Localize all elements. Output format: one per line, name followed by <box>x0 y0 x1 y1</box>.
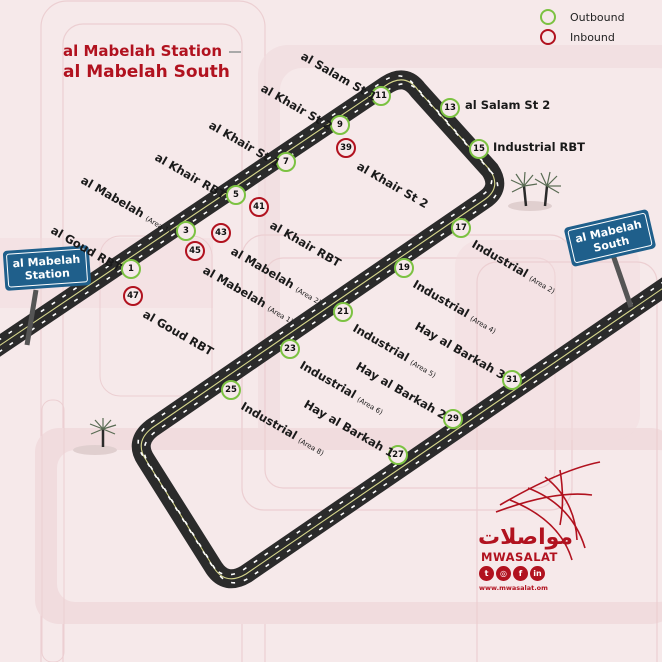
stop-43[interactable]: 43 <box>211 223 231 243</box>
legend-inbound: Inbound <box>540 27 625 47</box>
route-origin-title: al Mabelah Station <box>63 42 223 60</box>
route-destination-title: al Mabelah South <box>63 62 230 82</box>
stop-39[interactable]: 39 <box>336 138 356 158</box>
palm-tree-icon <box>73 418 117 455</box>
stop-45[interactable]: 45 <box>185 241 205 261</box>
legend-outbound: Outbound <box>540 7 625 27</box>
palm-trees-icon <box>508 171 561 211</box>
stop-label-15: Industrial RBT <box>493 140 586 154</box>
stop-15[interactable]: 15 <box>469 139 489 159</box>
stop-29[interactable]: 29 <box>443 409 463 429</box>
stop-9[interactable]: 9 <box>330 115 350 135</box>
stop-13[interactable]: 13 <box>440 98 460 118</box>
facebook-icon[interactable]: f <box>513 566 528 581</box>
stop-11[interactable]: 11 <box>371 86 391 106</box>
mwasalat-logo-icon <box>495 461 601 561</box>
title-dash <box>229 51 241 53</box>
social-links: t ◎ f in <box>479 566 545 581</box>
stop-19[interactable]: 19 <box>394 258 414 278</box>
brand-url-link[interactable]: www.mwasalat.om <box>479 584 548 592</box>
brand-arabic-name: مواصلات <box>478 525 574 550</box>
legend: Outbound Inbound <box>540 7 625 47</box>
outbound-ring-icon <box>540 9 556 25</box>
twitter-icon[interactable]: t <box>479 566 494 581</box>
stop-25[interactable]: 25 <box>221 380 241 400</box>
instagram-icon[interactable]: ◎ <box>496 566 511 581</box>
stop-7[interactable]: 7 <box>276 152 296 172</box>
stop-41[interactable]: 41 <box>249 197 269 217</box>
stop-5[interactable]: 5 <box>226 185 246 205</box>
inbound-ring-icon <box>540 29 556 45</box>
stop-47[interactable]: 47 <box>123 286 143 306</box>
stop-label-13: al Salam St 2 <box>465 98 551 112</box>
stop-31[interactable]: 31 <box>502 370 522 390</box>
legend-inbound-label: Inbound <box>570 30 615 44</box>
stop-23[interactable]: 23 <box>280 339 300 359</box>
stop-3[interactable]: 3 <box>176 221 196 241</box>
legend-outbound-label: Outbound <box>570 10 625 24</box>
brand-name: MWASALAT <box>481 550 558 564</box>
stop-1[interactable]: 1 <box>121 259 141 279</box>
linkedin-icon[interactable]: in <box>530 566 545 581</box>
stop-21[interactable]: 21 <box>333 302 353 322</box>
stop-27[interactable]: 27 <box>388 445 408 465</box>
stop-17[interactable]: 17 <box>451 218 471 238</box>
